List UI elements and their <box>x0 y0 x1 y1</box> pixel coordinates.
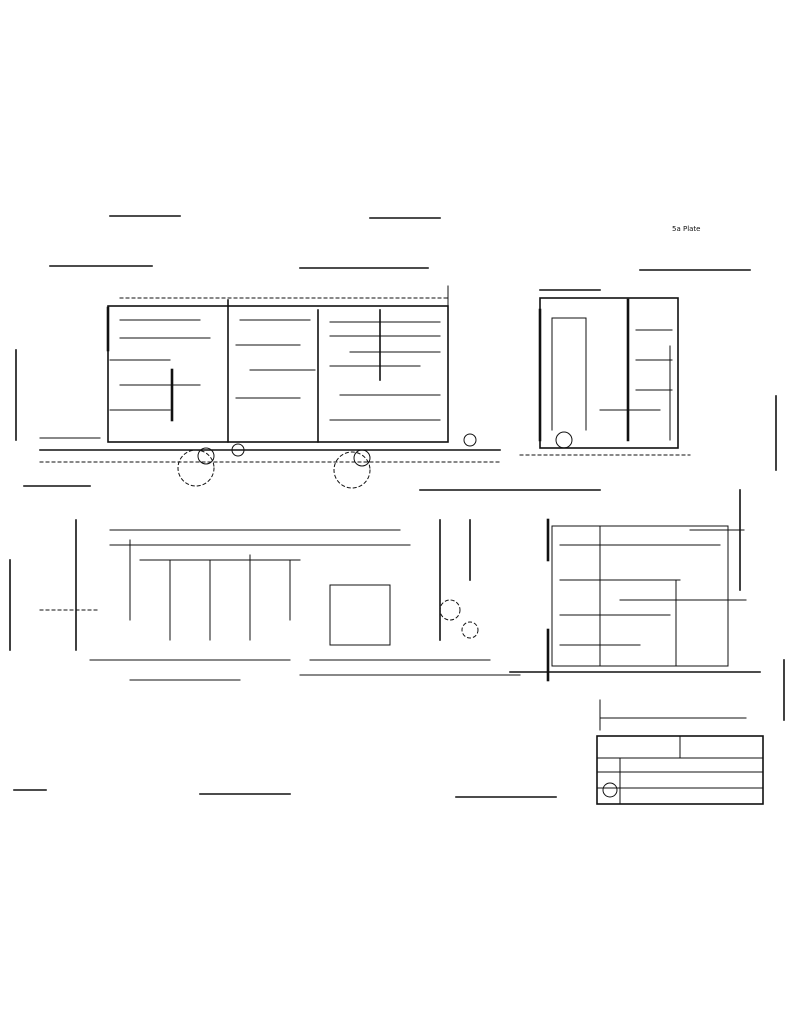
plan-view <box>39 519 521 681</box>
section-view <box>509 489 761 731</box>
drawing-reference-mark: 5a Plate <box>672 225 700 233</box>
end-elevation-view <box>519 289 691 456</box>
sheet-border-marks <box>9 215 785 798</box>
title-block <box>596 735 764 805</box>
side-elevation-view <box>23 285 601 491</box>
